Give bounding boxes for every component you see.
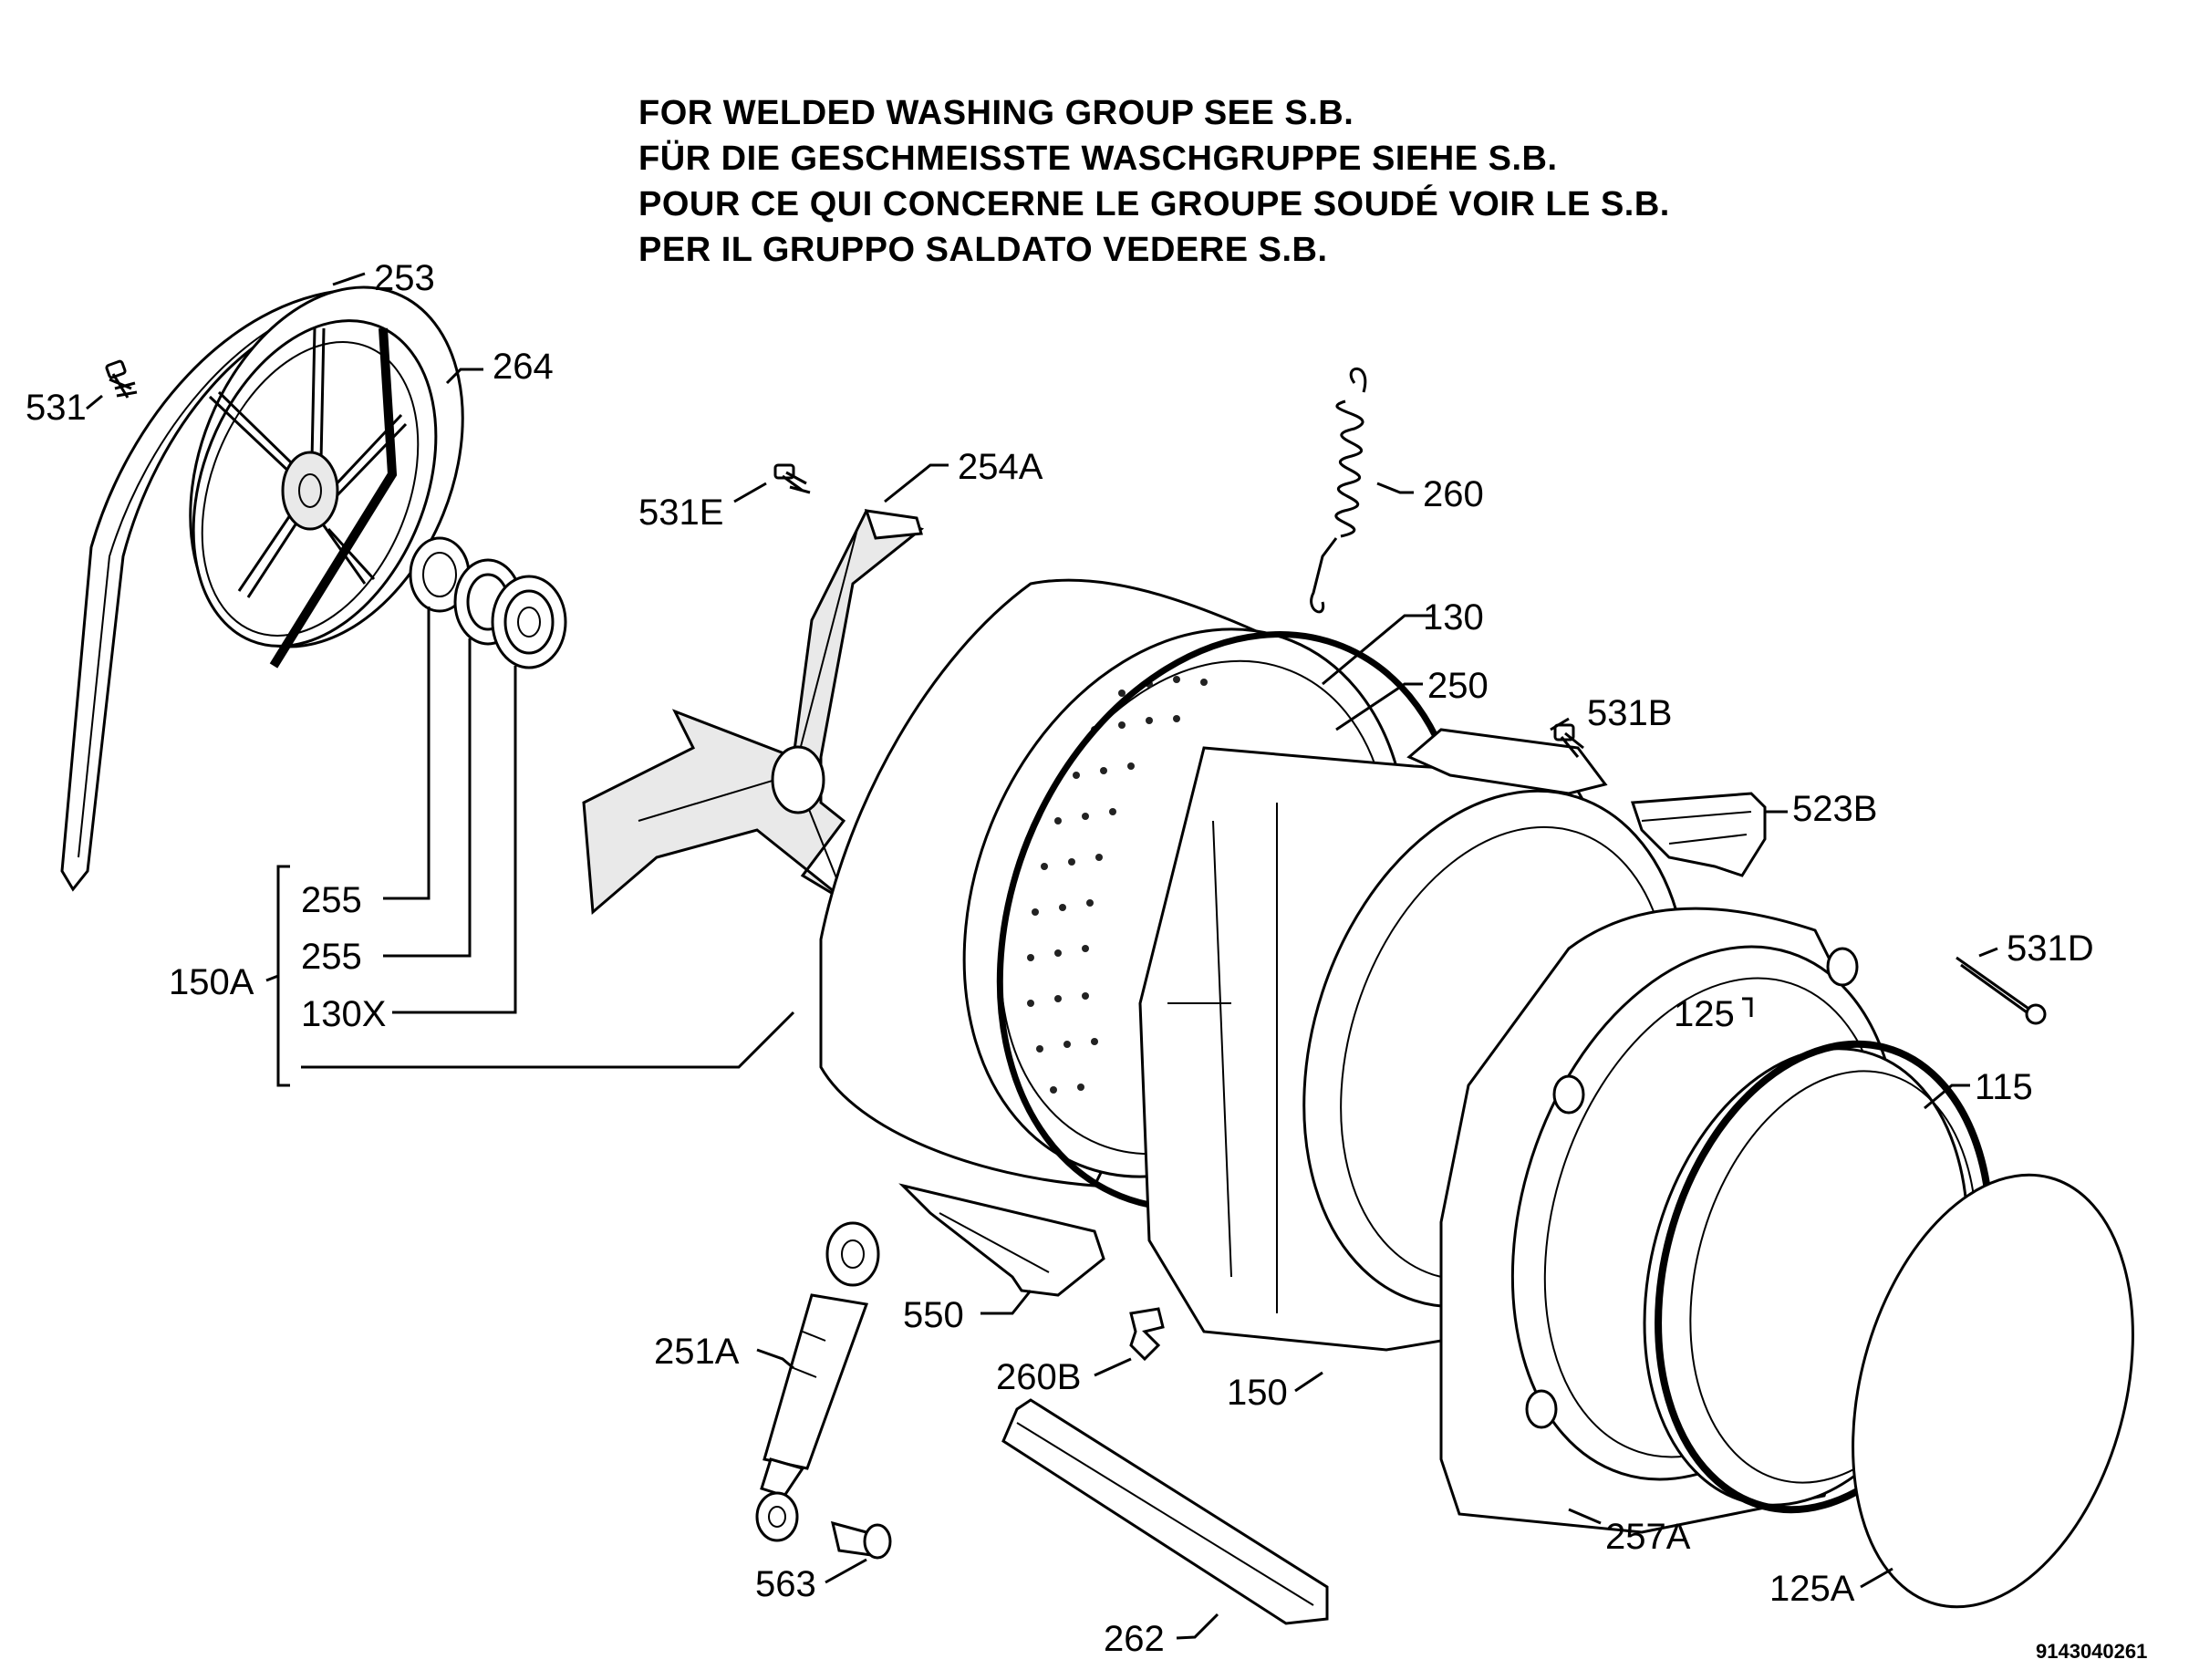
label-523B: 523B (1792, 789, 1877, 829)
label-531: 531 (26, 388, 87, 428)
label-531D: 531D (2007, 928, 2094, 969)
document-number: 9143040261 (2036, 1640, 2147, 1663)
note-line-it: PER IL GRUPPO SALDATO VEDERE S.B. (638, 231, 1328, 269)
label-115: 115 (1975, 1067, 2033, 1107)
label-531B: 531B (1587, 693, 1672, 733)
label-260: 260 (1423, 474, 1484, 514)
part-labels: 253 264 531 531E 254A 260 130 250 531B 5… (26, 258, 2147, 1663)
suspension-spring (1310, 367, 1367, 614)
label-125A: 125A (1769, 1569, 1855, 1609)
label-250: 250 (1427, 666, 1489, 706)
heater-cover (898, 1183, 1105, 1297)
label-130X: 130X (301, 994, 386, 1034)
label-125: 125 (1674, 994, 1735, 1034)
label-264: 264 (493, 347, 554, 387)
clip-260B (1129, 1307, 1165, 1362)
bolt-563 (830, 1520, 892, 1560)
screw-531D (1956, 956, 2047, 1025)
drum-spider (582, 509, 925, 916)
clamp-ring (1852, 1173, 2134, 1609)
bracket-523B (1630, 792, 1767, 877)
label-260B: 260B (996, 1357, 1081, 1397)
label-255-first: 255 (301, 880, 362, 920)
leader-lines (86, 272, 1998, 1640)
drive-pulley (189, 285, 464, 669)
note-line-fr: POUR CE QUI CONCERNE LE GROUPE SOUDÉ VOI… (638, 185, 1670, 223)
screw-531E (773, 463, 811, 494)
label-550: 550 (903, 1295, 964, 1335)
label-150A: 150A (169, 962, 254, 1002)
label-255-second: 255 (301, 937, 362, 977)
seal-130X (491, 575, 567, 669)
label-531E: 531E (638, 493, 723, 533)
screw-531B (1553, 723, 1584, 758)
label-130: 130 (1423, 597, 1484, 638)
label-150: 150 (1227, 1373, 1288, 1413)
label-257A: 257A (1605, 1517, 1691, 1557)
shock-absorber (755, 1221, 880, 1542)
note-line-en: FOR WELDED WASHING GROUP SEE S.B. (638, 94, 1354, 132)
counterweight (1001, 1398, 1329, 1625)
label-251A: 251A (654, 1332, 740, 1372)
note-line-de: FÜR DIE GESCHMEISSTE WASCHGRUPPE SIEHE S… (638, 140, 1558, 178)
label-253: 253 (374, 258, 435, 298)
label-563: 563 (755, 1564, 816, 1604)
label-262: 262 (1104, 1619, 1165, 1659)
screw-531 (105, 359, 138, 399)
label-254A: 254A (958, 447, 1043, 487)
